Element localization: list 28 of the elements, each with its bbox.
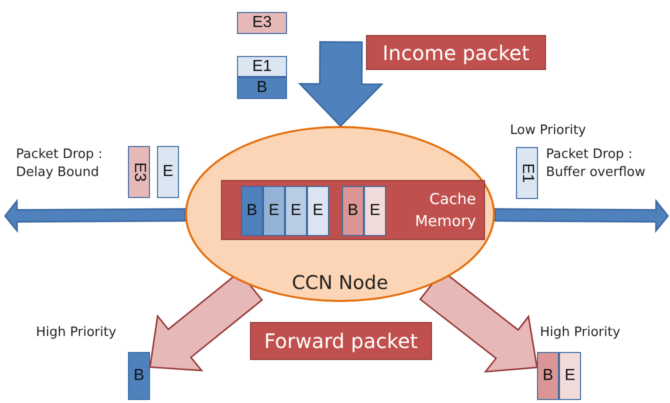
packet-block: E	[307, 186, 329, 236]
packet-block: E	[285, 186, 307, 236]
banner-box: Income packet	[366, 35, 546, 70]
banner-box: Forward packet	[250, 322, 432, 360]
packet-block: E1	[237, 56, 287, 77]
block-arrow	[298, 41, 384, 128]
packet-block: E	[157, 146, 179, 198]
packet-block: E3	[237, 12, 287, 34]
cache-label: Cache Memory	[414, 189, 476, 232]
annotation-text: Packet Drop : Delay Bound	[16, 146, 104, 182]
block-arrow	[4, 198, 186, 234]
packet-block: B	[537, 352, 559, 400]
packet-block: B	[241, 186, 263, 236]
annotation-text: Packet Drop : Buffer overflow	[546, 146, 646, 182]
annotation-text: High Priority	[36, 324, 118, 342]
packet-block: B	[128, 352, 150, 400]
packet-block: E	[263, 186, 285, 236]
annotation-text: High Priority	[540, 324, 622, 342]
cache-memory-box	[221, 180, 485, 240]
packet-block: E	[364, 186, 386, 236]
packet-block: E3	[128, 146, 150, 198]
annotation-text: Low Priority	[510, 122, 588, 140]
packet-block: E	[559, 352, 581, 400]
block-arrow	[494, 198, 669, 234]
packet-block: E1	[516, 147, 538, 199]
packet-block: B	[342, 186, 364, 236]
node-label: CCN Node	[290, 272, 390, 294]
packet-block: B	[237, 77, 287, 99]
